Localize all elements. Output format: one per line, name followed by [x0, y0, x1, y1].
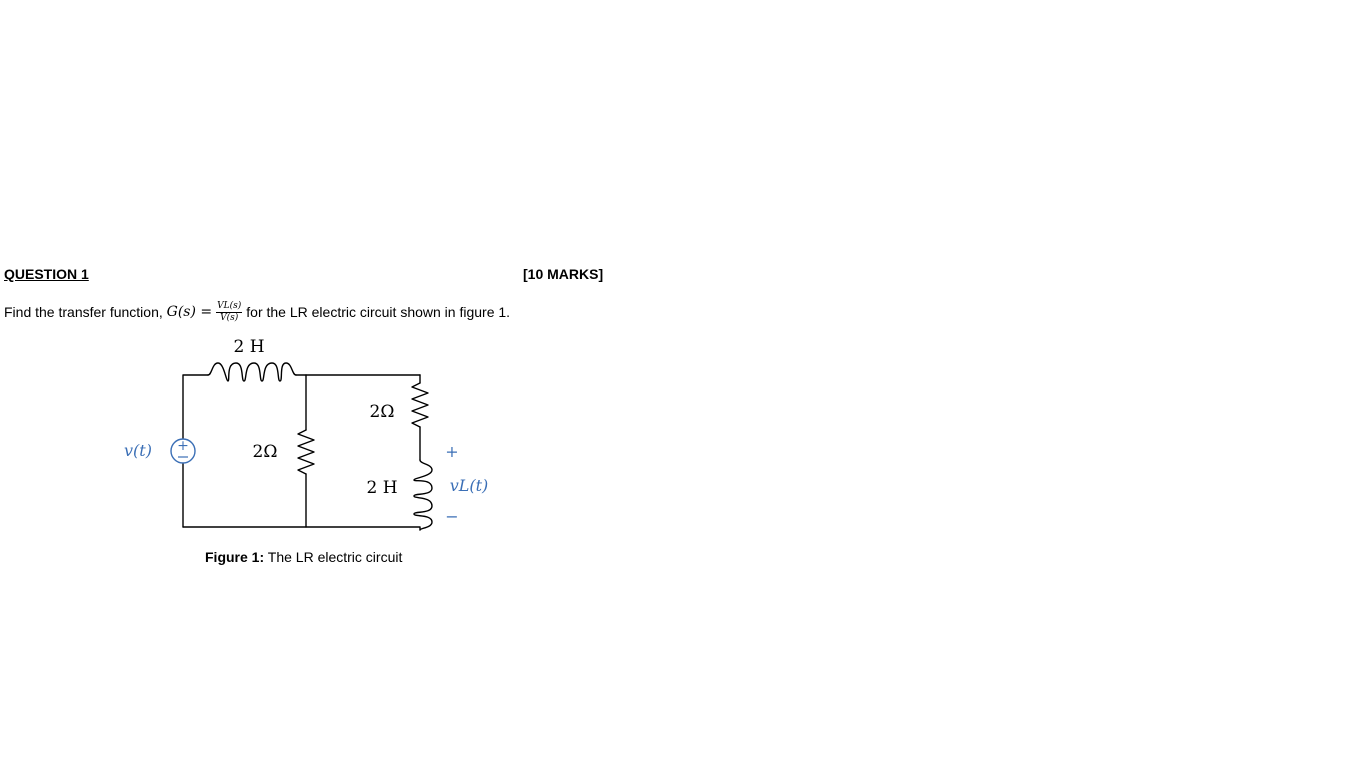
- output-minus-sign: −: [445, 507, 458, 526]
- top-inductor-coil: [207, 362, 297, 382]
- right-resistor-label: 2Ω: [370, 402, 395, 422]
- figure-caption-label: Figure 1:: [205, 549, 265, 565]
- right-inductor-coil: [413, 459, 433, 531]
- top-inductor-label: 2 H: [233, 337, 264, 357]
- fraction-denominator: V(s): [220, 312, 239, 323]
- left-wire-bottom: [182, 374, 209, 440]
- transfer-function-fraction: VL(s) V(s): [216, 300, 243, 324]
- marks-label: [10 MARKS]: [523, 266, 604, 282]
- question-heading: QUESTION 1: [4, 266, 89, 282]
- question-text: Find the transfer function, G(s) = VL(s)…: [4, 297, 510, 327]
- voltage-source-symbol: [170, 438, 196, 464]
- figure-caption-text: The LR electric circuit: [267, 549, 403, 565]
- figure-caption: Figure 1: The LR electric circuit: [205, 548, 402, 566]
- right-inductor-label: 2 H: [366, 478, 397, 498]
- fraction-numerator: VL(s): [216, 300, 243, 313]
- transfer-function-name: G(s) =: [166, 304, 213, 320]
- source-voltage-label: v(t): [124, 441, 152, 460]
- left-resistor-zigzag: [297, 429, 315, 475]
- output-voltage-label: vL(t): [450, 476, 489, 495]
- left-resistor-label: 2Ω: [253, 442, 278, 462]
- source-plus-sign: +: [177, 438, 189, 454]
- question-text-prefix: Find the transfer function,: [4, 304, 163, 320]
- right-resistor-zigzag: [411, 382, 429, 428]
- output-plus-sign: +: [445, 442, 458, 461]
- question-text-suffix: for the LR electric circuit shown in fig…: [246, 304, 511, 320]
- bottom-wire: [182, 526, 421, 531]
